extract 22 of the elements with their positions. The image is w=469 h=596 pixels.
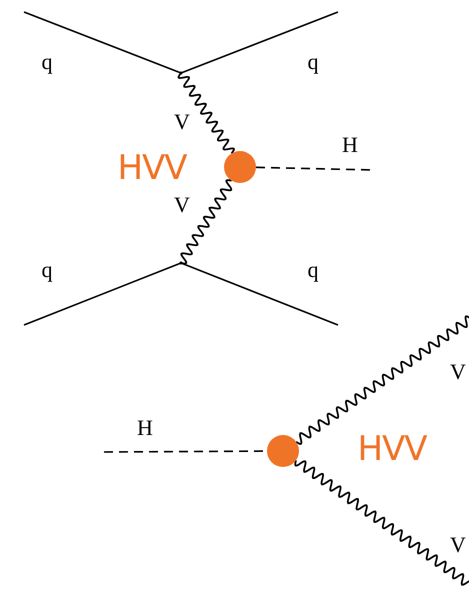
particle-label: q	[42, 259, 52, 281]
particle-label: V	[174, 111, 190, 133]
line	[180, 11, 338, 74]
line	[24, 11, 182, 74]
particle-label: V	[174, 194, 190, 216]
line	[24, 262, 182, 326]
line	[180, 262, 338, 326]
particle-label: V	[450, 361, 466, 383]
particle-label: q	[308, 259, 318, 281]
vertex-point	[180, 72, 182, 74]
vertex-label: HVV	[357, 432, 427, 466]
vertex-blob	[224, 151, 256, 183]
vertex-point	[180, 262, 182, 264]
particle-label: q	[42, 51, 52, 73]
wavy-line	[178, 72, 235, 154]
particle-label: H	[137, 417, 153, 439]
vertex-blob	[267, 435, 299, 467]
particle-label: q	[308, 51, 318, 73]
particle-label: H	[342, 134, 358, 156]
wavy-line	[180, 179, 232, 264]
vertex-label: HVV	[117, 151, 187, 185]
particle-label: V	[450, 534, 466, 556]
